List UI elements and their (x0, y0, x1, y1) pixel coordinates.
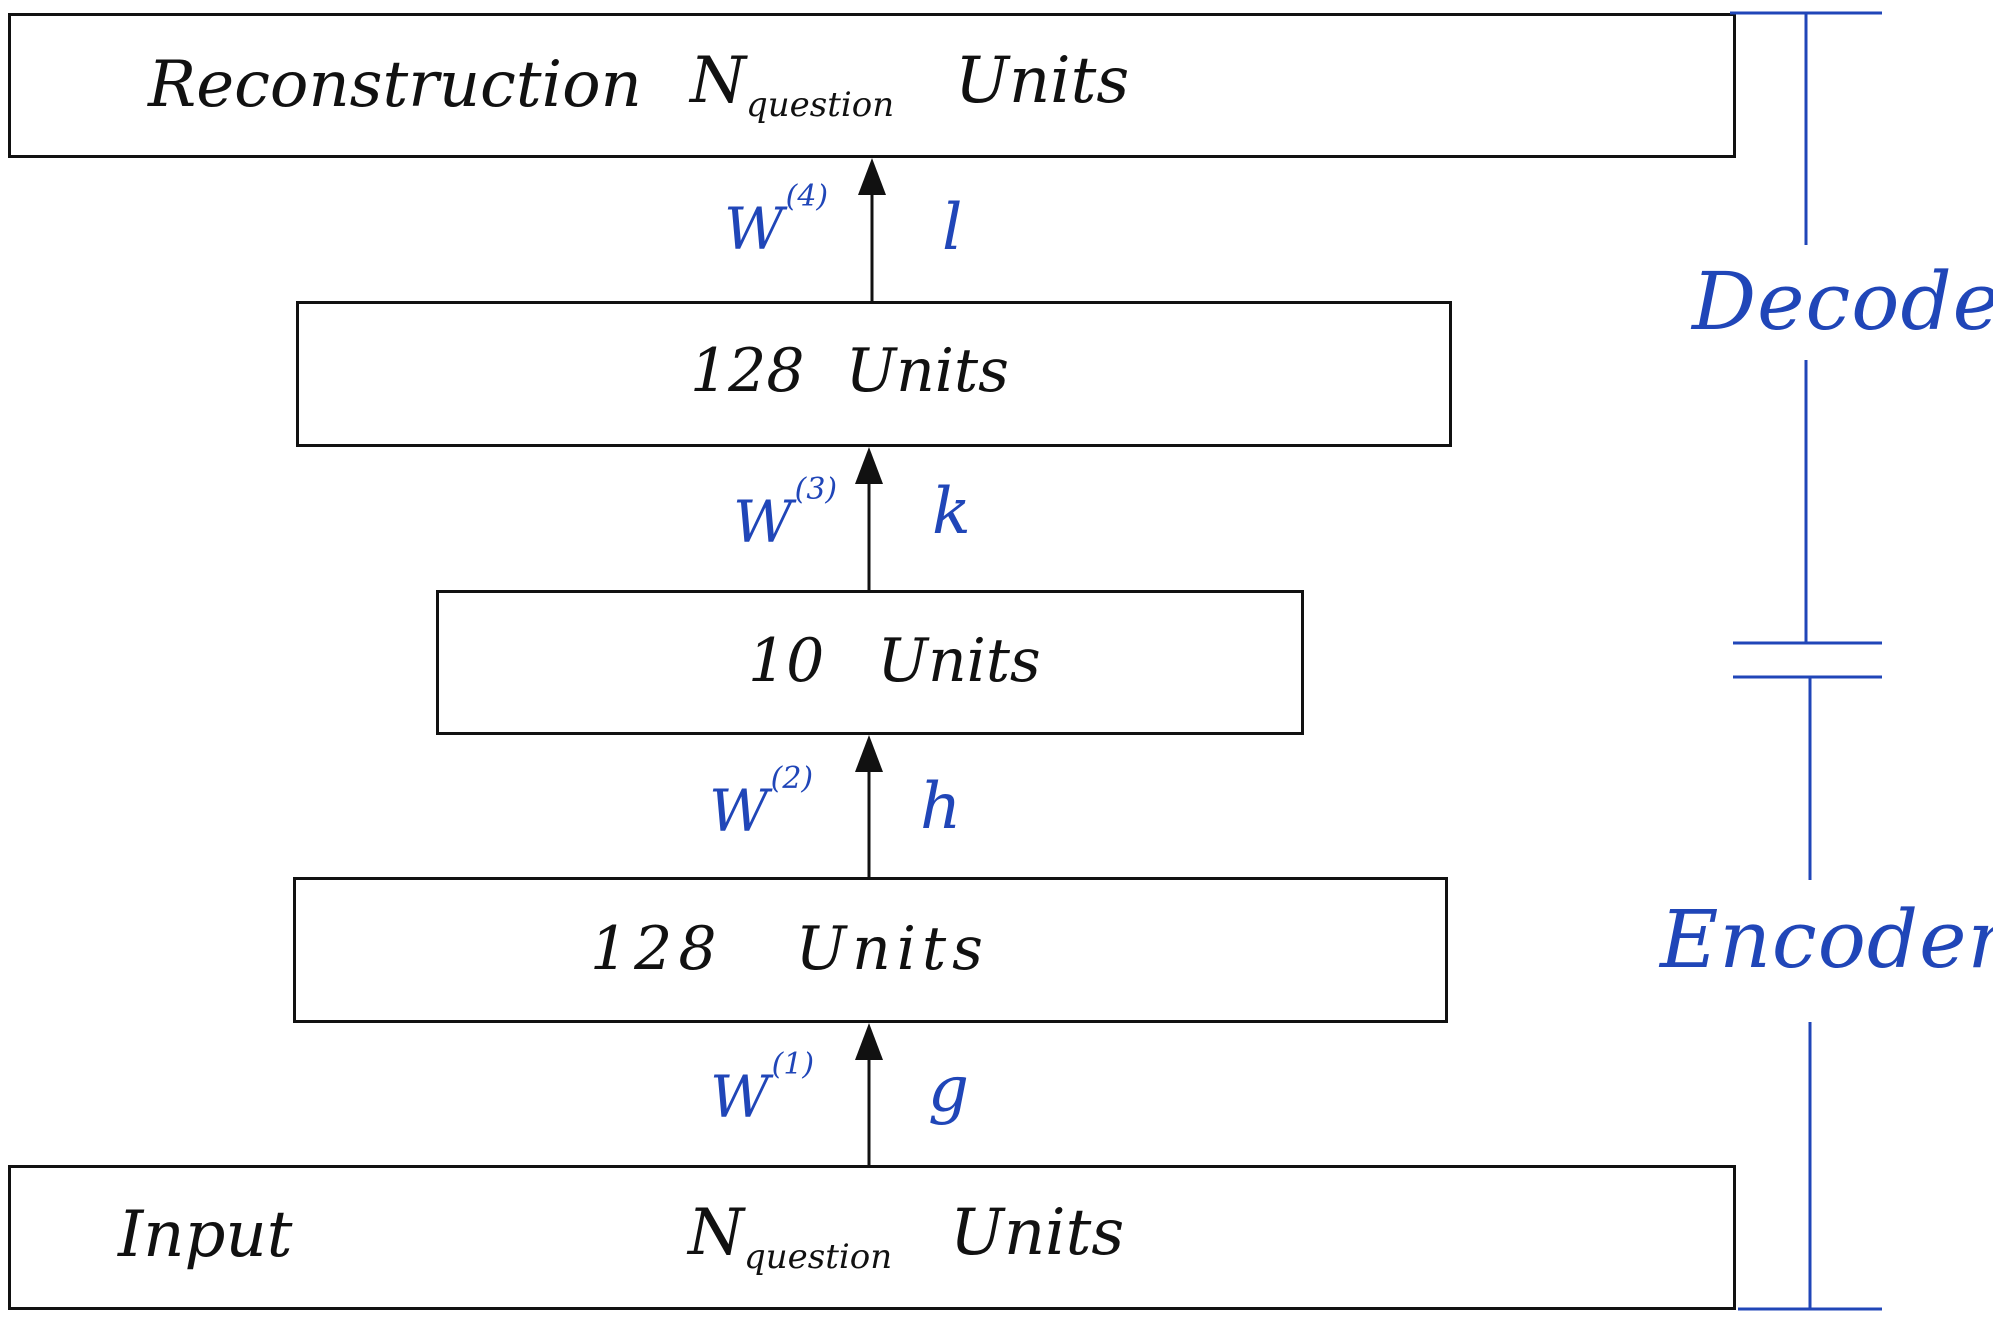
weight-2-label: W(2) (709, 764, 813, 841)
input-label: Input (118, 1198, 293, 1272)
weight-1-index: (1) (771, 1047, 815, 1082)
hidden-layer-1-box (293, 877, 1448, 1023)
reconstruction-n-subscript: question (746, 85, 895, 125)
arrowhead-3-icon (855, 447, 883, 484)
weight-4-symbol: W (724, 195, 784, 263)
input-layer-box (8, 1165, 1736, 1310)
decoder-label: Decoder (1692, 255, 1993, 348)
activation-l-label: l (942, 191, 963, 265)
weight-3-symbol: W (733, 488, 793, 556)
weight-1-symbol: W (710, 1063, 770, 1131)
code-layer-box (436, 590, 1304, 735)
weight-3-index: (3) (794, 472, 838, 507)
weight-4-label: W(4) (724, 182, 828, 259)
hidden-layer-3-label: 128 Units (690, 336, 1009, 406)
reconstruction-units-label: Units (955, 44, 1130, 118)
input-units-label: Units (950, 1196, 1125, 1270)
weight-3-label: W(3) (733, 475, 837, 552)
hidden-layer-1-label: 128 Units (590, 914, 989, 984)
input-size-label: Nquestion (688, 1196, 892, 1277)
arrowhead-1-icon (855, 1023, 883, 1060)
activation-k-label: k (932, 475, 971, 549)
weight-1-label: W(1) (710, 1050, 814, 1127)
decoder-bracket (1730, 11, 1882, 645)
reconstruction-size-label: Nquestion (690, 44, 894, 125)
activation-g-label: g (928, 1053, 969, 1127)
input-n-subscript: question (744, 1237, 893, 1277)
activation-h-label: h (920, 770, 962, 844)
code-layer-label: 10 Units (748, 626, 1041, 696)
encoder-bracket (1733, 675, 1882, 1311)
reconstruction-label: Reconstruction (148, 48, 642, 122)
reconstruction-layer-box (8, 13, 1736, 158)
weight-4-index: (4) (785, 179, 829, 214)
weight-2-index: (2) (770, 761, 814, 796)
weight-2-symbol: W (709, 777, 769, 845)
input-n-symbol: N (688, 1196, 744, 1270)
reconstruction-n-symbol: N (690, 44, 746, 118)
arrowhead-2-icon (855, 735, 883, 772)
arrowhead-4-icon (858, 158, 886, 195)
encoder-label: Encoder (1660, 893, 1993, 986)
hidden-layer-3-box (296, 301, 1452, 447)
